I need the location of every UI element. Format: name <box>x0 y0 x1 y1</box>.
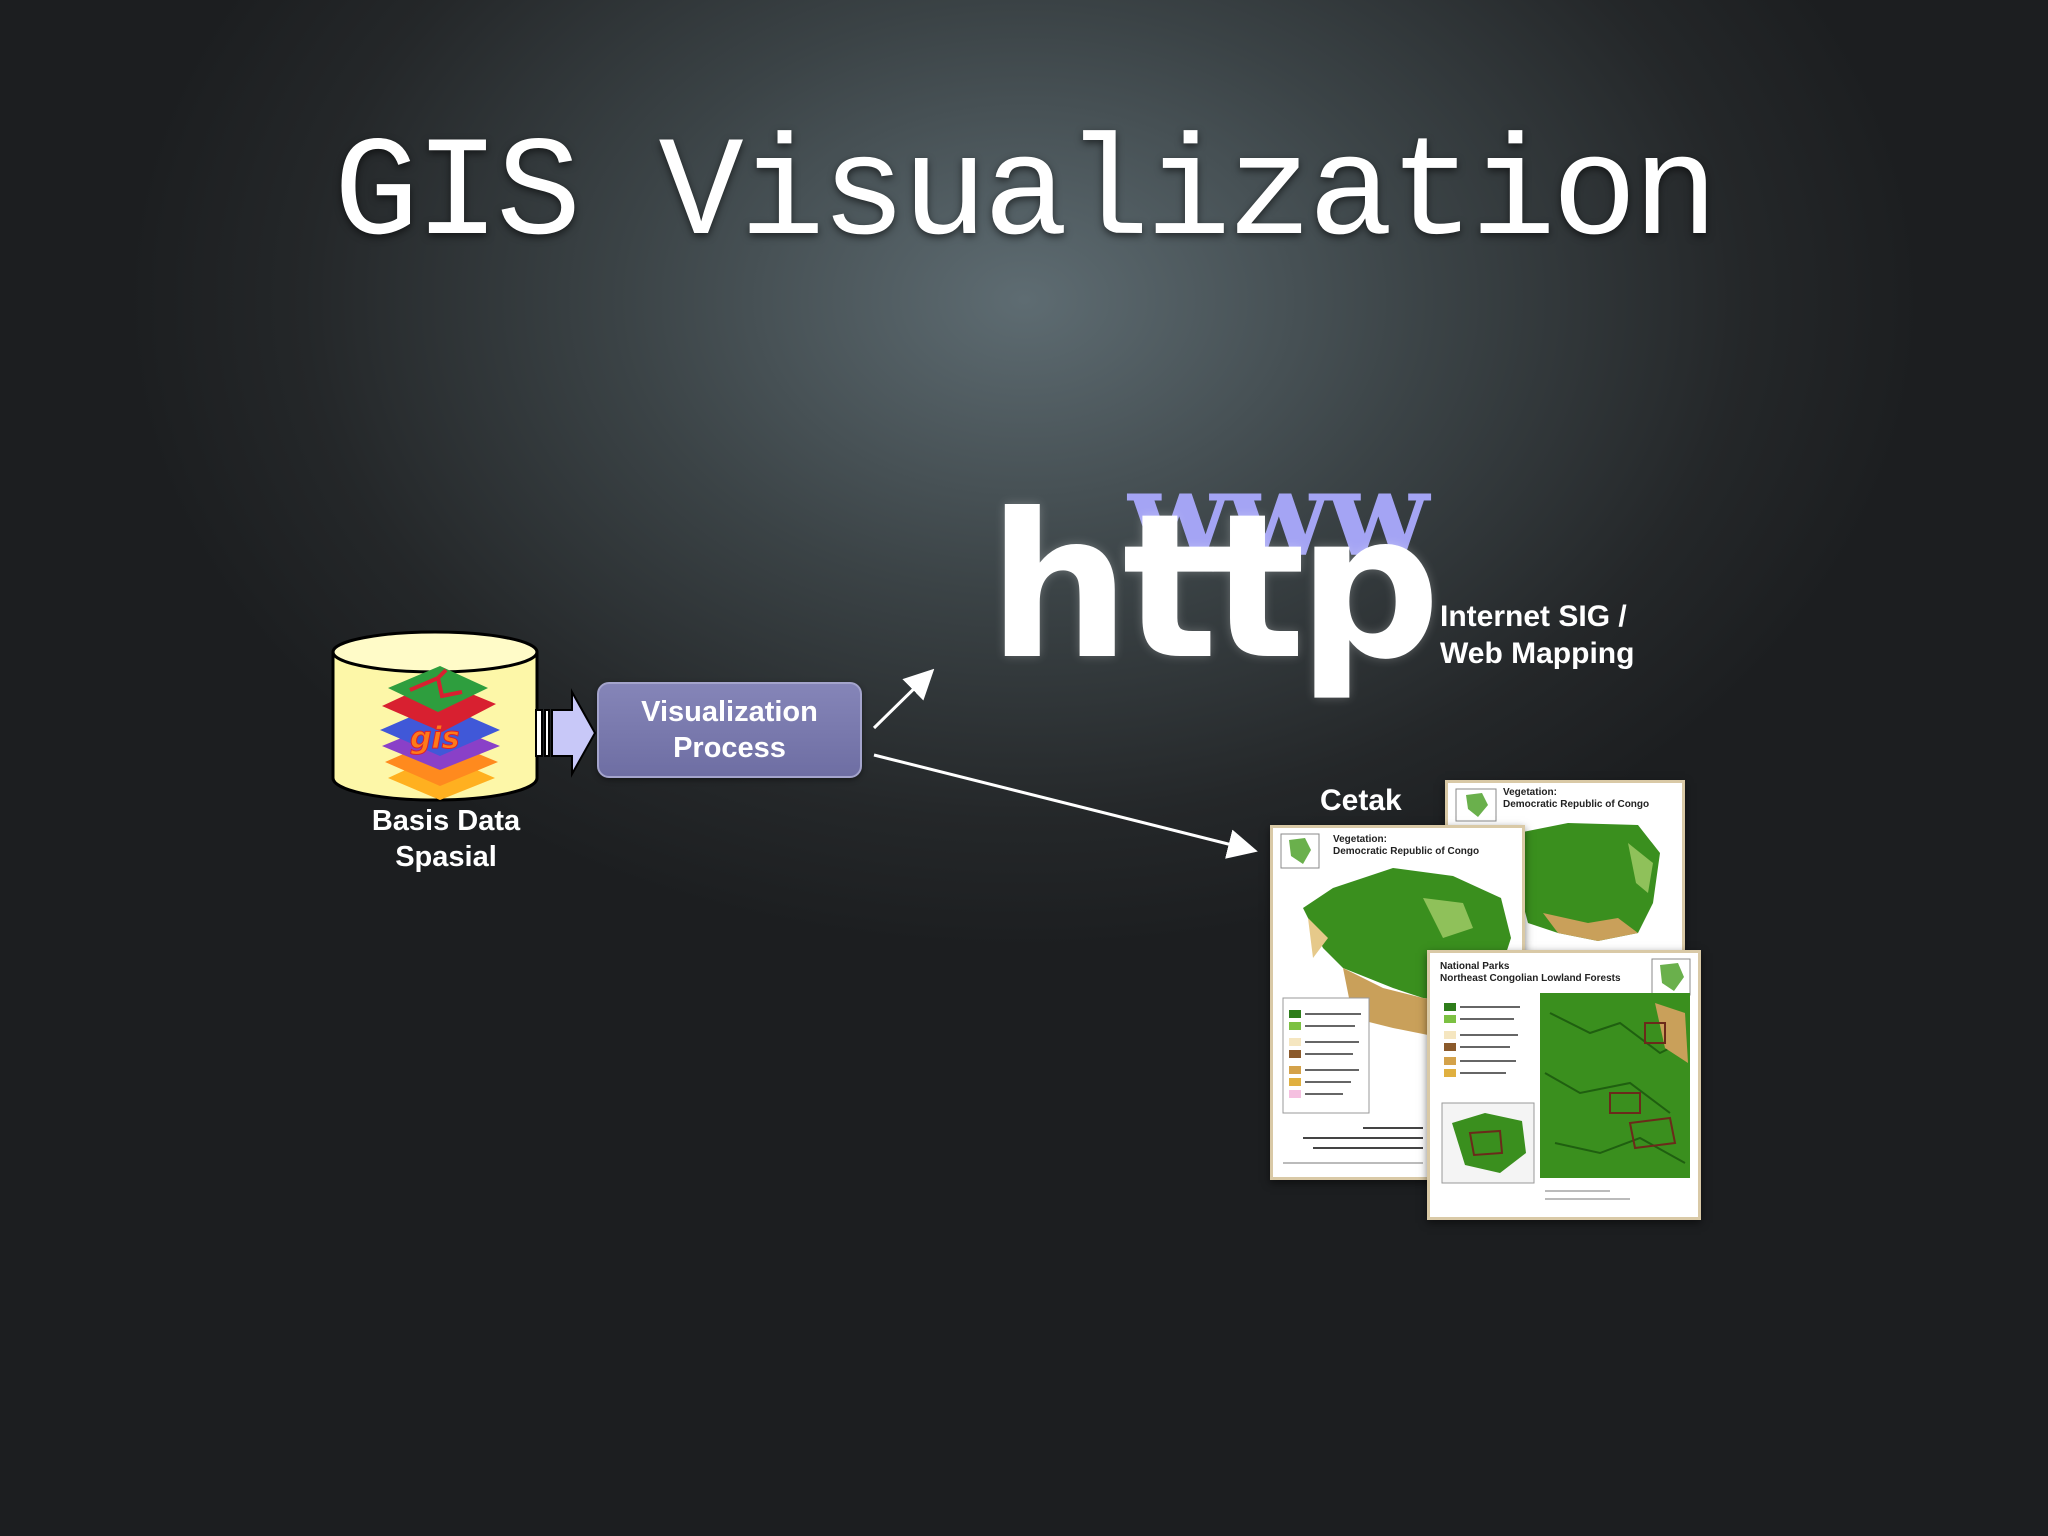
print-label: Cetak <box>1320 784 1402 817</box>
arrow-to-print <box>873 753 1258 859</box>
database-label: Basis Data Spasial <box>371 805 521 873</box>
block-arrow-icon <box>535 688 597 778</box>
arrow-to-web <box>872 668 935 730</box>
map-title: Vegetation: Democratic Republic of Congo <box>1333 834 1480 857</box>
map-title: National Parks Northeast Congolian Lowla… <box>1440 961 1621 984</box>
gis-database-icon: gis <box>331 630 539 802</box>
www-logo: www <box>1128 444 1429 583</box>
visualization-process-box: Visualization Process <box>597 682 862 778</box>
map-title: Vegetation: Democratic Republic of Congo <box>1503 787 1650 810</box>
http-logo: http <box>988 471 1441 704</box>
web-mapping-label: Internet SIG / Web Mapping <box>1440 600 1635 670</box>
slide-title: GIS Visualization <box>333 115 1719 276</box>
process-label: Visualization Process <box>641 696 818 764</box>
printed-map-sheet: National Parks Northeast Congolian Lowla… <box>1427 950 1701 1220</box>
svg-text:gis: gis <box>410 721 460 756</box>
